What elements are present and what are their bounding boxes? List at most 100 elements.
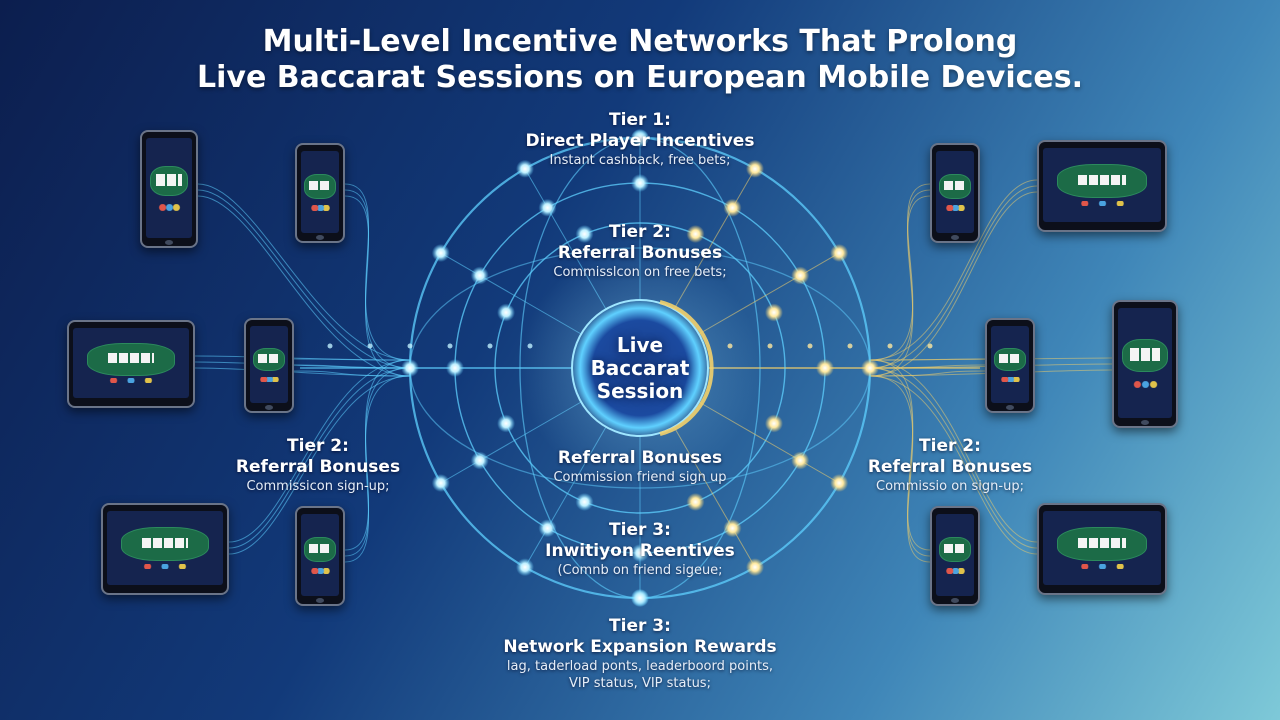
- tier3-bottom-label: Tier 3: Network Expansion Rewards lag, t…: [460, 616, 820, 692]
- network-node: [470, 451, 489, 470]
- phone-device: [1112, 300, 1178, 428]
- network-node: [746, 159, 764, 178]
- center-label-line-1: Live: [616, 333, 664, 357]
- connection-curve: [869, 375, 1038, 555]
- network-dot: [807, 343, 813, 349]
- connection-curve: [869, 179, 1038, 361]
- connection-curve: [869, 189, 931, 369]
- tier2-right-label: Tier 2: Referral Bonuses Commissio on si…: [850, 436, 1050, 495]
- network-node: [631, 129, 649, 147]
- tier1-top-tier: Tier 1:: [609, 110, 671, 130]
- network-node: [686, 492, 705, 511]
- tier3-bottom-heading: Network Expansion Rewards: [503, 637, 777, 657]
- tier1-top-sub: Instant cashback, free bets;: [549, 153, 731, 168]
- core-circle: [571, 299, 709, 437]
- network-dot: [767, 343, 773, 349]
- network-node: [497, 414, 516, 433]
- connection-curve: [869, 359, 931, 551]
- tablet-device: [1037, 503, 1167, 595]
- network-node: [830, 474, 849, 492]
- tier2-center-heading: Referral Bonuses: [557, 448, 723, 468]
- network-node: [431, 474, 450, 492]
- network-node: [401, 359, 419, 377]
- tier1-top-heading: Direct Player Incentives: [525, 131, 755, 151]
- connection-curve: [869, 195, 931, 377]
- tier2-top-sub: Commisslcon on free bets;: [553, 265, 727, 280]
- tier2-left-sub: Commissicon sign-up;: [246, 479, 390, 494]
- tier1-top-label: Tier 1: Direct Player Incentives Instant…: [490, 110, 790, 169]
- network-dot: [487, 343, 493, 349]
- network-node: [575, 492, 594, 511]
- tier2-top-label: Tier 2: Referral Bonuses Commisslcon on …: [490, 222, 790, 281]
- tablet-device: [101, 503, 229, 595]
- tier3-bottom-sub-2: VIP status, VIP status;: [569, 676, 711, 691]
- tier2-left-heading: Referral Bonuses: [235, 457, 401, 477]
- connection-curve: [344, 195, 411, 377]
- network-node: [746, 558, 764, 577]
- phone-device: [295, 143, 345, 243]
- network-node: [631, 174, 649, 192]
- network-node: [631, 589, 649, 607]
- phone-device: [295, 506, 345, 606]
- tier3-center-label: Tier 3: Inwitiyon Reentives (Comnb on fr…: [490, 520, 790, 579]
- connection-curve: [293, 358, 411, 361]
- network-node: [830, 244, 849, 262]
- phone-device: [930, 143, 980, 243]
- network-node: [631, 544, 649, 562]
- tier2-top-heading: Referral Bonuses: [557, 243, 723, 263]
- network-node: [764, 414, 783, 433]
- connection-curve: [869, 375, 931, 563]
- connection-curve: [869, 183, 931, 361]
- center-label-line-3: Session: [596, 379, 684, 403]
- network-node: [723, 198, 742, 217]
- network-node: [431, 244, 450, 262]
- connection-curve: [344, 375, 411, 563]
- connection-curve: [228, 375, 411, 555]
- network-dot: [447, 343, 453, 349]
- tier3-bottom-sub-1: lag, taderload ponts, leaderboord points…: [506, 659, 774, 674]
- network-node: [497, 303, 516, 322]
- network-node: [816, 359, 834, 377]
- tier3-center-sub: (Comnb on friend sigeue;: [557, 563, 723, 578]
- center-label: Live Baccarat Session: [560, 334, 720, 403]
- title-line-1: Multi-Level Incentive Networks That Prol…: [262, 24, 1018, 59]
- tier2-left-label: Tier 2: Referral Bonuses Commissicon sig…: [218, 436, 418, 495]
- network-dot: [527, 343, 533, 349]
- network-dot: [847, 343, 853, 349]
- tier3-center-tier: Tier 3:: [609, 520, 671, 540]
- tier3-bottom-tier: Tier 3:: [609, 616, 671, 636]
- network-dot: [727, 343, 733, 349]
- tablet-device: [1037, 140, 1167, 232]
- title-line-2: Live Baccarat Sessions on European Mobil…: [196, 60, 1083, 95]
- network-nodes: [327, 129, 933, 607]
- network-dot: [887, 343, 893, 349]
- network-dot: [407, 343, 413, 349]
- network-node: [791, 266, 810, 285]
- phone-device: [140, 130, 198, 248]
- network-node: [686, 225, 705, 244]
- network-node: [516, 558, 534, 577]
- center-label-line-2: Baccarat: [590, 356, 690, 380]
- network-node: [516, 159, 534, 178]
- phone-device: [930, 506, 980, 606]
- core-gold-arc: [659, 300, 714, 436]
- tier2-right-sub: Commissio on sign-up;: [876, 479, 1024, 494]
- phone-device: [985, 318, 1035, 413]
- network-node: [791, 451, 810, 470]
- connection-curve: [869, 185, 1038, 369]
- network-dot: [327, 343, 333, 349]
- network-node: [764, 303, 783, 322]
- network-node: [446, 359, 464, 377]
- connection-curve: [344, 189, 411, 369]
- connection-curve: [869, 191, 1038, 377]
- network-dot: [927, 343, 933, 349]
- network-node: [538, 198, 557, 217]
- tier2-right-tier: Tier 2:: [919, 436, 981, 456]
- tier3-center-heading: Inwitiyon Reentives: [545, 541, 735, 561]
- connection-curve: [869, 367, 1038, 549]
- network-node: [470, 266, 489, 285]
- phone-device: [244, 318, 294, 413]
- tier2-top-tier: Tier 2:: [609, 222, 671, 242]
- connection-curve: [344, 183, 411, 361]
- tier2-left-tier: Tier 2:: [287, 436, 349, 456]
